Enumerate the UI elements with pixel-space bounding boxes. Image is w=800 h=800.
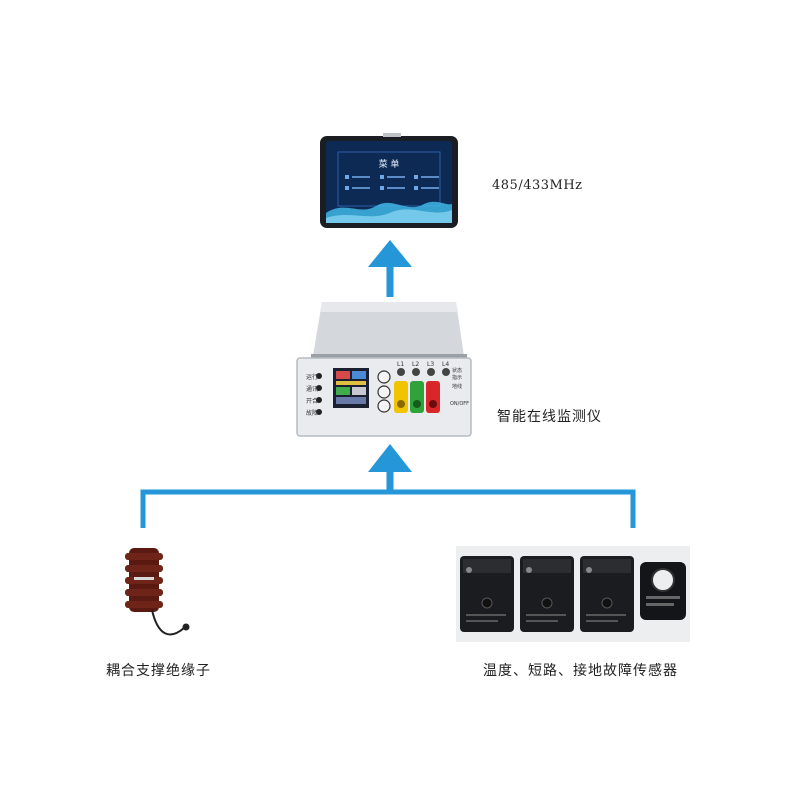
sensors-label: 温度、短路、接地故障传感器 [483,663,678,679]
status-leds [316,373,322,415]
status-label-switch: 开合 [306,397,318,405]
right-label-indicator: 指示 [452,374,462,381]
sensor-module-1 [460,556,514,632]
channel-indicators [397,368,450,376]
status-label-run: 运行 [306,373,318,381]
right-label-ground: 地线 [452,383,462,390]
panel-button-top [377,370,391,384]
channel-label-l2: L2 [412,361,419,368]
right-label-onoff: ON/OFF [450,401,469,407]
sensor-module-2 [520,556,574,632]
monitor-label: 智能在线监测仪 [497,409,602,425]
right-label-status: 状态 [452,367,462,374]
upper-arrow-head [368,240,412,267]
status-label-comm: 通讯 [306,385,318,393]
status-label-fault: 故障 [306,409,318,417]
panel-button-bottom [377,399,391,413]
comm-label: 485/433MHz [492,178,583,193]
lower-arrow-head [368,444,412,472]
panel-button-middle [377,385,391,399]
channel-label-l3: L3 [427,361,434,368]
insulator-label: 耦合支撑绝缘子 [106,663,211,679]
sensor-module-3 [580,556,634,632]
screen-menu [345,175,439,190]
screen-title: 菜 单 [379,158,400,170]
channel-label-l1: L1 [397,361,404,368]
channel-label-l4: L4 [442,361,449,368]
